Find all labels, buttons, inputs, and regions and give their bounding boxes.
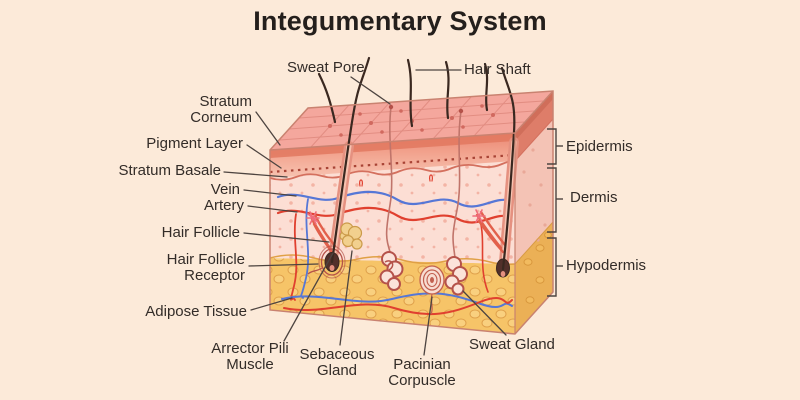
label-hair-follicle: Hair Follicle: [161, 224, 240, 241]
label-artery: Artery: [203, 197, 244, 214]
leader-sweat-gland: [462, 290, 507, 336]
stratum-basale-line: [269, 160, 516, 181]
label-sebaceous-gland: Sebaceous Gland: [299, 346, 375, 379]
label-stratum-basale: Stratum Basale: [118, 162, 221, 179]
capillary-loop-1: [358, 179, 364, 187]
right-face-fat-texture: [523, 231, 552, 304]
leader-arrector-pili-muscle: [283, 252, 334, 342]
arrector-pili-right: [475, 210, 507, 254]
pigment-layer-line: [269, 153, 516, 174]
leader-pigment-layer: [246, 144, 282, 169]
label-hypodermis: Hypodermis: [566, 257, 647, 274]
hair-shaft-graphic-3: [317, 72, 337, 124]
leader-vein: [243, 189, 297, 197]
hair-shafts: [317, 56, 516, 271]
leader-adipose-tissue: [250, 297, 293, 311]
layer-brackets: [547, 128, 563, 297]
label-sweat-pore: Sweat Pore: [287, 59, 365, 76]
artery-descending: [479, 219, 489, 293]
capillary-loop-2: [428, 174, 434, 182]
hair-follicle-receptor-graphic: [307, 245, 346, 279]
dermis-hypodermis-boundary: [269, 254, 516, 265]
leader-artery: [247, 205, 298, 213]
artery-branch: [289, 213, 298, 301]
leader-sebaceous-gland: [339, 250, 353, 346]
hair-shaft-graphic-5: [444, 60, 450, 120]
block-outline: [269, 90, 554, 335]
label-hair-shaft: Hair Shaft: [464, 61, 531, 78]
pacinian-corpuscle-graphic: [419, 265, 445, 315]
hair-shaft-graphic-b: [500, 66, 516, 271]
hair-shaft-graphic-6: [483, 62, 489, 112]
leader-hair-follicle-receptor: [248, 263, 319, 267]
hypodermis-artery: [283, 297, 513, 316]
arrector-pili-right-burst: [472, 209, 486, 223]
leader-lines: [223, 69, 507, 356]
label-arrector-pili-muscle: Arrector Pili Muscle: [211, 340, 289, 373]
sweat-gland-2: [444, 110, 468, 296]
leader-stratum-basale: [223, 171, 288, 178]
label-sweat-gland: Sweat Gland: [469, 336, 555, 353]
right-face: [514, 91, 554, 334]
hair-shaft-graphic-a: [330, 56, 371, 264]
hair-papilla-right: [500, 271, 506, 277]
leader-stratum-corneum: [255, 111, 281, 146]
sebaceous-gland-graphic: [339, 222, 363, 250]
leader-pacinian-corpuscle: [423, 296, 433, 356]
sweat-gland-1: [379, 106, 404, 291]
bracket-dermis: [547, 167, 557, 233]
label-vein: Vein: [210, 181, 240, 198]
sweat-pore-dots: [388, 104, 464, 114]
hair-shaft-graphic-4: [406, 58, 414, 128]
blood-vessels: [276, 174, 513, 316]
label-pigment-layer: Pigment Layer: [146, 135, 243, 152]
label-pacinian-corpuscle: Pacinian Corpuscle: [388, 356, 456, 389]
leader-sweat-pore: [350, 76, 391, 105]
stratum-corneum-band: [270, 133, 515, 158]
label-stratum-corneum: Stratum Corneum: [190, 93, 252, 126]
label-hair-follicle-receptor: Hair Follicle Receptor: [166, 251, 245, 284]
hair-papilla-left: [329, 265, 335, 271]
label-adipose-tissue: Adipose Tissue: [145, 303, 247, 320]
label-dermis: Dermis: [570, 189, 618, 206]
vein-graphic: [276, 190, 513, 208]
artery-graphic: [276, 206, 513, 224]
leader-hair-follicle: [243, 232, 330, 243]
bracket-hypodermis: [547, 237, 557, 297]
label-epidermis: Epidermis: [566, 138, 633, 155]
arrector-pili-left-burst: [306, 211, 320, 225]
page-title: Integumentary System: [253, 6, 547, 36]
